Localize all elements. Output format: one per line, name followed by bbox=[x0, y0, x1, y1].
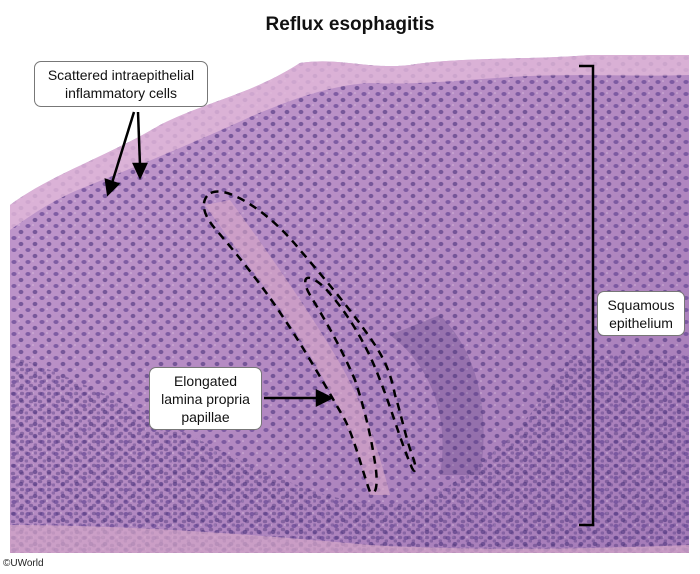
label-squamous-line-2: epithelium bbox=[609, 315, 673, 331]
label-squamous-line-1: Squamous bbox=[607, 297, 675, 313]
label-papillae-line-2: lamina propria bbox=[161, 391, 250, 407]
histology-micrograph bbox=[10, 55, 689, 553]
label-papillae-line-1: Elongated bbox=[173, 373, 238, 389]
label-inflammatory-cells: Scattered intraepithelial inflammatory c… bbox=[34, 61, 208, 107]
label-papillae-line-3: papillae bbox=[181, 409, 230, 425]
label-squamous-epithelium: Squamous epithelium bbox=[597, 291, 685, 336]
copyright-text: ©UWorld bbox=[3, 558, 44, 569]
figure-title: Reflux esophagitis bbox=[265, 14, 435, 35]
label-inflammatory-line-2: inflammatory cells bbox=[64, 85, 178, 101]
label-papillae: Elongated lamina propria papillae bbox=[149, 367, 262, 430]
label-inflammatory-line-1: Scattered intraepithelial bbox=[47, 67, 195, 83]
